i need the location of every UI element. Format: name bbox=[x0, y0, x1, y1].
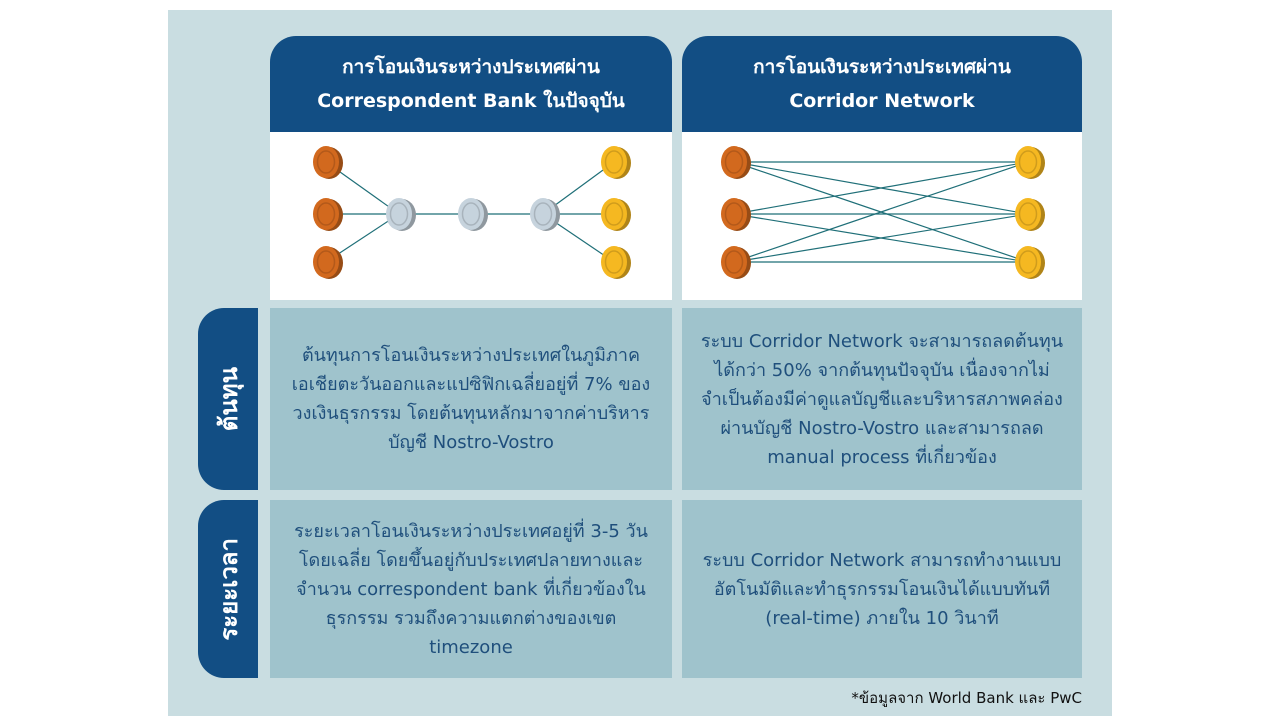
gold-coin bbox=[601, 146, 631, 179]
row-label-text: ต้นทุน bbox=[214, 366, 243, 432]
connection-line bbox=[733, 213, 1029, 263]
gold-coin bbox=[1015, 246, 1045, 279]
copper-coin bbox=[721, 146, 751, 179]
silver-coin bbox=[386, 198, 416, 231]
diagram-corridor bbox=[682, 132, 1082, 300]
connection-line bbox=[733, 161, 1029, 215]
copper-coin bbox=[313, 198, 343, 231]
cell-time-current: ระยะเวลาโอนเงินระหว่างประเทศอยู่ที่ 3-5 … bbox=[270, 500, 672, 678]
gold-coin bbox=[1015, 146, 1045, 179]
header-line2: Corridor Network bbox=[789, 90, 975, 112]
row-label-text: ระยะเวลา bbox=[214, 537, 243, 641]
gold-coin bbox=[601, 246, 631, 279]
source-footnote: *ข้อมูลจาก World Bank และ PwC bbox=[851, 689, 1082, 707]
gold-coin bbox=[1015, 198, 1045, 231]
cell-time-corridor: ระบบ Corridor Network สามารถทำงานแบบอัตโ… bbox=[682, 500, 1082, 678]
correspondent-network-diagram bbox=[313, 146, 631, 279]
connection-line bbox=[733, 161, 1029, 263]
header-line2: Correspondent Bank ในปัจจุบัน bbox=[317, 90, 625, 112]
copper-coin bbox=[313, 246, 343, 279]
corridor-network-diagram bbox=[721, 146, 1045, 279]
cell-cost-current: ต้นทุนการโอนเงินระหว่างประเทศในภูมิภาคเอ… bbox=[270, 308, 672, 490]
copper-coin bbox=[721, 246, 751, 279]
copper-coin bbox=[721, 198, 751, 231]
header-correspondent-bank: การโอนเงินระหว่างประเทศผ่าน Corresponden… bbox=[270, 36, 672, 132]
diagram-correspondent bbox=[270, 132, 672, 300]
row-label-time: ระยะเวลา bbox=[198, 500, 258, 678]
copper-coin bbox=[313, 146, 343, 179]
silver-coin bbox=[530, 198, 560, 231]
header-corridor-network: การโอนเงินระหว่างประเทศผ่าน Corridor Net… bbox=[682, 36, 1082, 132]
header-line1: การโอนเงินระหว่างประเทศผ่าน bbox=[753, 56, 1011, 78]
row-label-cost: ต้นทุน bbox=[198, 308, 258, 490]
comparison-panel: การโอนเงินระหว่างประเทศผ่าน Corresponden… bbox=[168, 10, 1112, 716]
gold-coin bbox=[601, 198, 631, 231]
silver-coin bbox=[458, 198, 488, 231]
cell-cost-corridor: ระบบ Corridor Network จะสามารถลดต้นทุนได… bbox=[682, 308, 1082, 490]
header-line1: การโอนเงินระหว่างประเทศผ่าน bbox=[342, 56, 600, 78]
